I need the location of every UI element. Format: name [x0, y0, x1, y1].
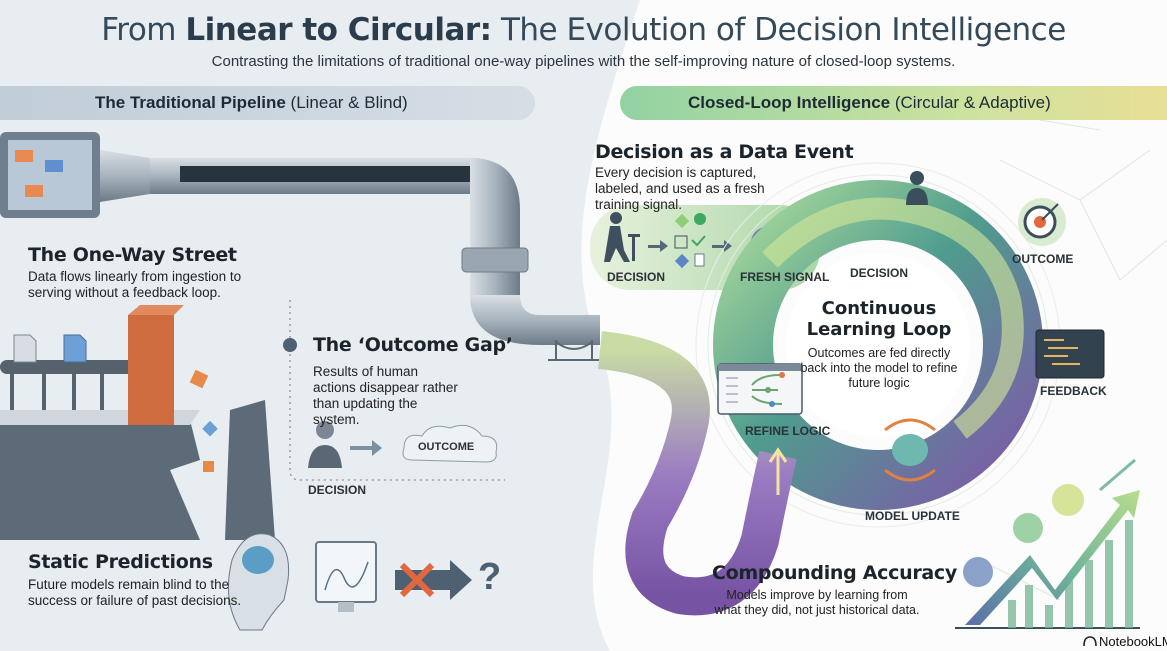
question-mark: ?: [478, 556, 502, 598]
person-at-desk-icon: [604, 212, 640, 262]
bridge-icon: [548, 340, 602, 361]
dotted-gap-line: [289, 300, 505, 481]
data-event-body: Every decision is captured, labeled, and…: [595, 165, 765, 212]
pipeline-illustration: [0, 132, 602, 361]
loop-refine-logic-label: REFINE LOGIC: [745, 424, 831, 438]
brain-cycle-icon: [884, 418, 936, 482]
closed-loop-banner: Closed-Loop Intelligence (Circular & Ada…: [620, 86, 1167, 120]
checklist-tags-icon: [674, 213, 706, 269]
loop-title: Continuous Learning Loop: [806, 298, 952, 340]
cloud-icon: [402, 424, 498, 463]
bullet-dot: [283, 338, 297, 352]
blocked-arrow-icon: [395, 560, 472, 600]
page-subtitle: Contrasting the limitations of tradition…: [211, 53, 956, 70]
one-way-street-title: The One-Way Street: [28, 244, 237, 266]
target-icon: [1018, 198, 1066, 246]
static-predictions-body: Future models remain blind to the succes…: [28, 577, 242, 608]
up-arrow-icon: [768, 447, 788, 495]
network-lines: [979, 119, 1167, 601]
person-icon: [906, 171, 928, 205]
outcome-gap-body: Results of human actions disappear rathe…: [313, 364, 458, 427]
data-event-title: Decision as a Data Event: [595, 141, 854, 163]
compounding-accuracy-title: Compounding Accuracy: [712, 562, 957, 584]
woman-decision-icon: [308, 421, 342, 468]
gap-outcome-label: OUTCOME: [418, 441, 475, 453]
gap-decision-label: DECISION: [308, 483, 367, 497]
purple-flow-path: [597, 331, 797, 616]
refine-logic-window-icon: [717, 363, 803, 415]
page-title: From Linear to Circular: The Evolution o…: [101, 12, 1066, 48]
loop-feedback-label: FEEDBACK: [1040, 384, 1107, 398]
loop-model-update-label: MODEL UPDATE: [865, 509, 960, 523]
loop-decision-label: DECISION: [850, 266, 909, 280]
outcome-gap-title: The ‘Outcome Gap’: [313, 334, 513, 356]
event-decision-label: DECISION: [607, 270, 666, 284]
loop-center: [786, 253, 970, 437]
robot-head-icon: [227, 533, 290, 631]
loop-body: Outcomes are fed directly back into the …: [800, 346, 958, 390]
one-way-street-body: Data flows linearly from ingestion to se…: [28, 269, 242, 300]
loop-center-text: Continuous Learning Loop Outcomes are fe…: [800, 298, 958, 391]
loop-outcome-label: OUTCOME: [1012, 252, 1074, 266]
conveyor-cliff-illustration: [0, 305, 275, 540]
fresh-signal-label: FRESH SIGNAL: [740, 270, 830, 284]
growth-chart-illustration: [955, 458, 1140, 629]
arrow-icon: [350, 440, 382, 456]
compounding-accuracy-body: Models improve by learning from what the…: [714, 588, 920, 617]
traditional-pipeline-banner: The Traditional Pipeline (Linear & Blind…: [0, 86, 535, 120]
x-mark-icon: [399, 562, 435, 598]
notebooklm-brand: NotebookLM: [1099, 634, 1167, 649]
chart-monitor-icon: [315, 541, 377, 612]
notebooklm-logo-icon: [1083, 636, 1097, 647]
code-screen-icon: [1035, 329, 1105, 379]
static-predictions-title: Static Predictions: [28, 551, 213, 573]
